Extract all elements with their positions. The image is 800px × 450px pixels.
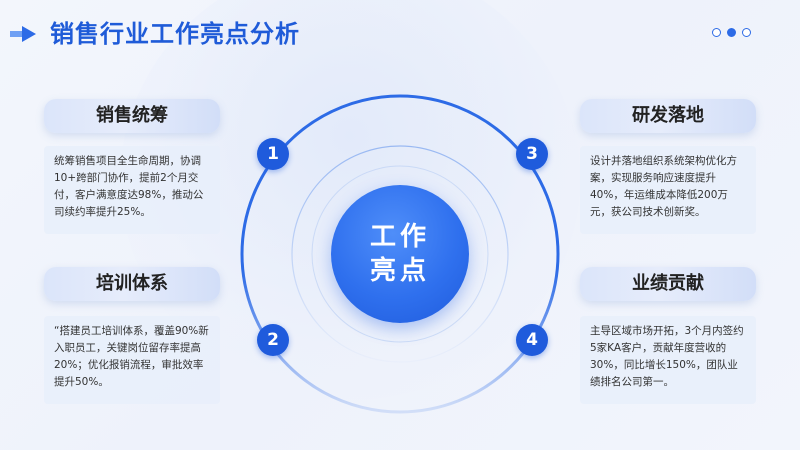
number-badge-2: 2 (257, 324, 289, 356)
number-badge-1: 1 (257, 138, 289, 170)
card-body-sales: 统筹销售项目全生命周期，协调10+跨部门协作，提前2个月交付，客户满意度达98%… (44, 146, 220, 234)
page-dot[interactable] (742, 28, 751, 37)
page-title: 销售行业工作亮点分析 (50, 20, 300, 48)
page-dot[interactable] (712, 28, 721, 37)
arrow-right-icon (10, 26, 36, 42)
center-text-line2: 亮点 (369, 256, 430, 286)
card-body-rnd: 设计并落地组织系统架构优化方案，实现服务响应速度提升40%，年运维成本降低200… (580, 146, 756, 234)
center-circle: 工作 亮点 (331, 185, 469, 323)
card-body-training: “搭建员工培训体系，覆盖90%新入职员工，关键岗位留存率提高20%；优化报销流程… (44, 316, 220, 404)
card-title-performance: 业绩贡献 (580, 267, 756, 301)
center-text-line1: 工作 (369, 222, 430, 252)
number-badge-3: 3 (516, 138, 548, 170)
page-dot-active[interactable] (727, 28, 736, 37)
number-badge-4: 4 (516, 324, 548, 356)
card-title-training: 培训体系 (44, 267, 220, 301)
card-title-rnd: 研发落地 (580, 99, 756, 133)
pagination-dots[interactable] (712, 28, 751, 37)
card-body-performance: 主导区域市场开拓，3个月内签约5家KA客户，贡献年度营收的30%，同比增长150… (580, 316, 756, 404)
card-title-sales: 销售统筹 (44, 99, 220, 133)
